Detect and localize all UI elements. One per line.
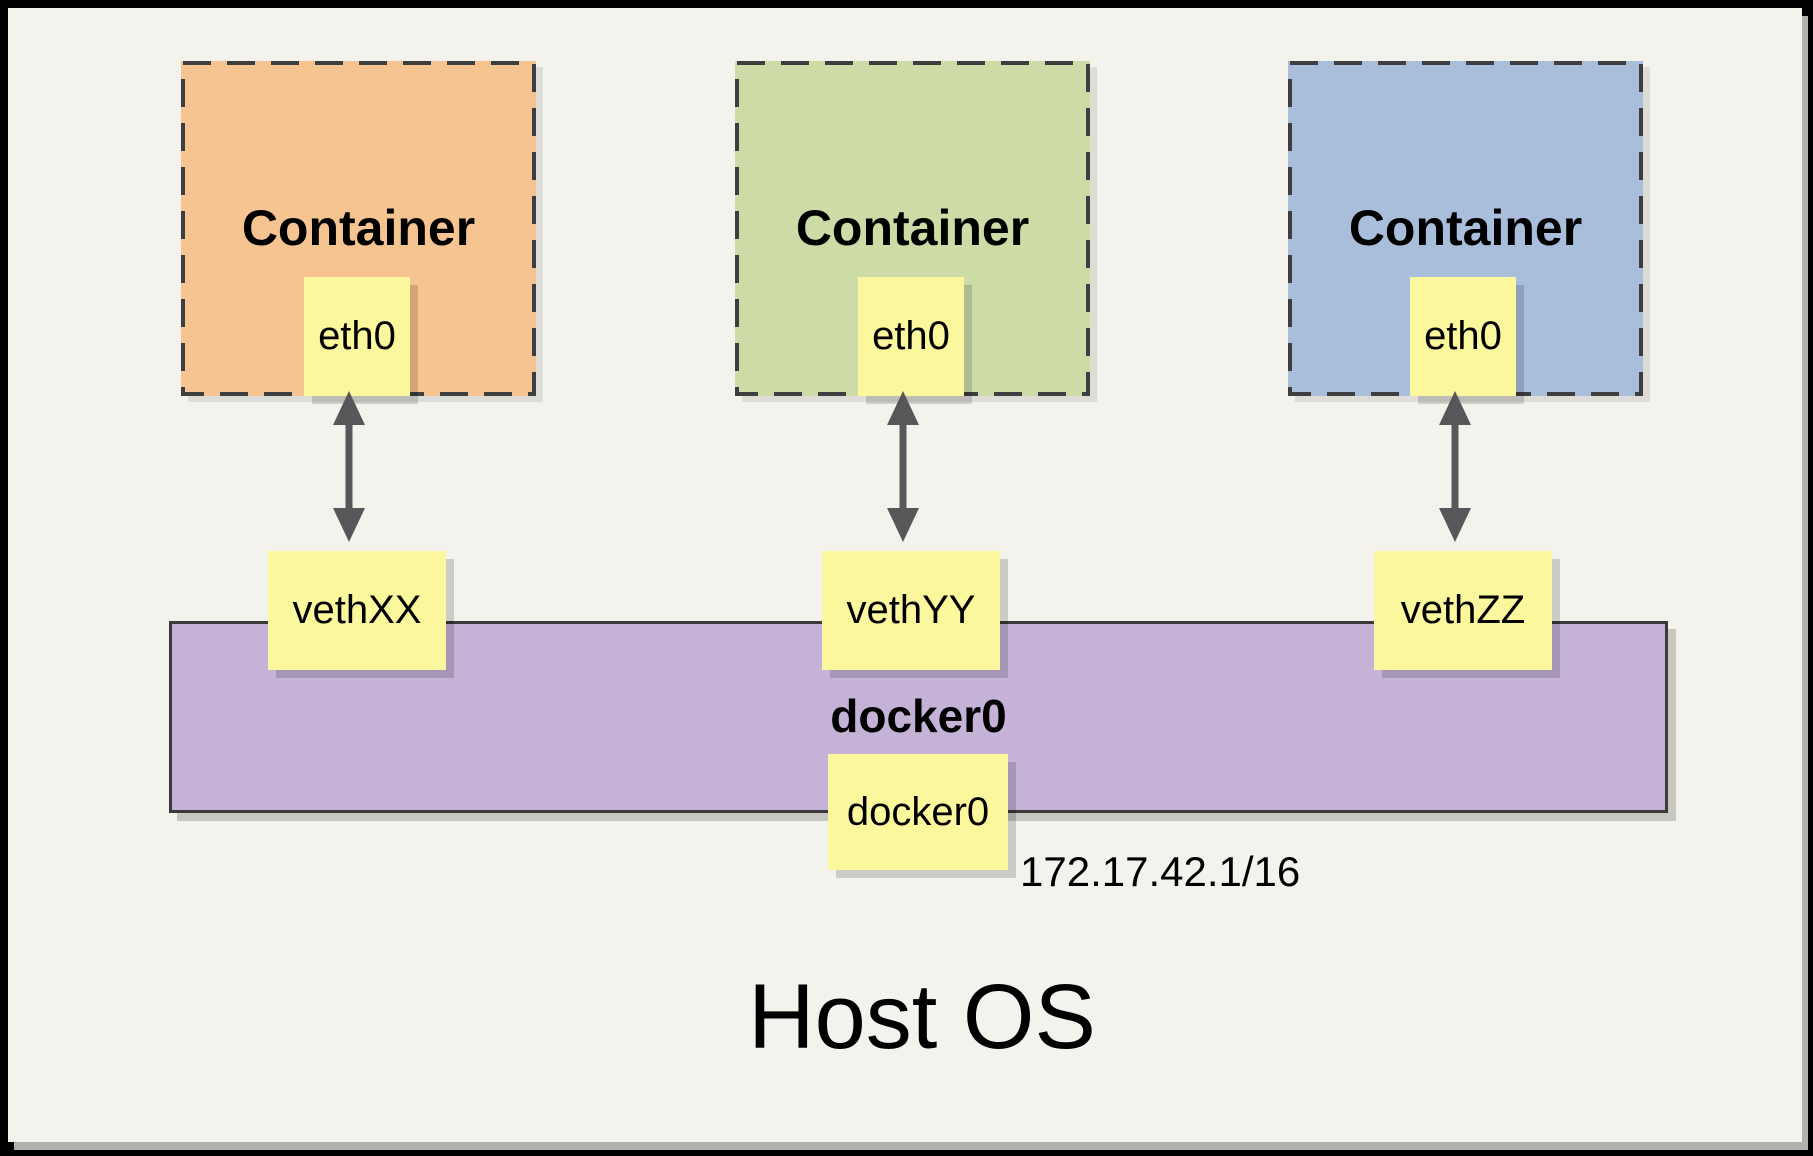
arrow-1	[333, 391, 365, 542]
docker0-bridge-label: docker0	[830, 690, 1007, 742]
vethzz-box: vethZZ	[1374, 551, 1552, 670]
eth0-box-2: eth0	[858, 277, 964, 396]
container-title: Container	[795, 200, 1030, 256]
diagram-canvas: Container Container Container docker0 et…	[8, 8, 1802, 1142]
arrow-2	[887, 391, 919, 542]
container-title: Container	[241, 200, 476, 256]
docker0-port-box: docker0	[828, 754, 1008, 870]
bridge-ip-label: 172.17.42.1/16	[1020, 848, 1301, 895]
eth0-box-1: eth0	[304, 277, 410, 396]
container-title: Container	[1348, 200, 1583, 256]
arrow-3	[1439, 391, 1471, 542]
host-os-label: Host OS	[748, 966, 1096, 1068]
vethyy-box: vethYY	[822, 551, 1000, 670]
eth0-box-3: eth0	[1410, 277, 1516, 396]
vethxx-box: vethXX	[268, 551, 446, 670]
container-box-3: Container	[1288, 61, 1643, 396]
